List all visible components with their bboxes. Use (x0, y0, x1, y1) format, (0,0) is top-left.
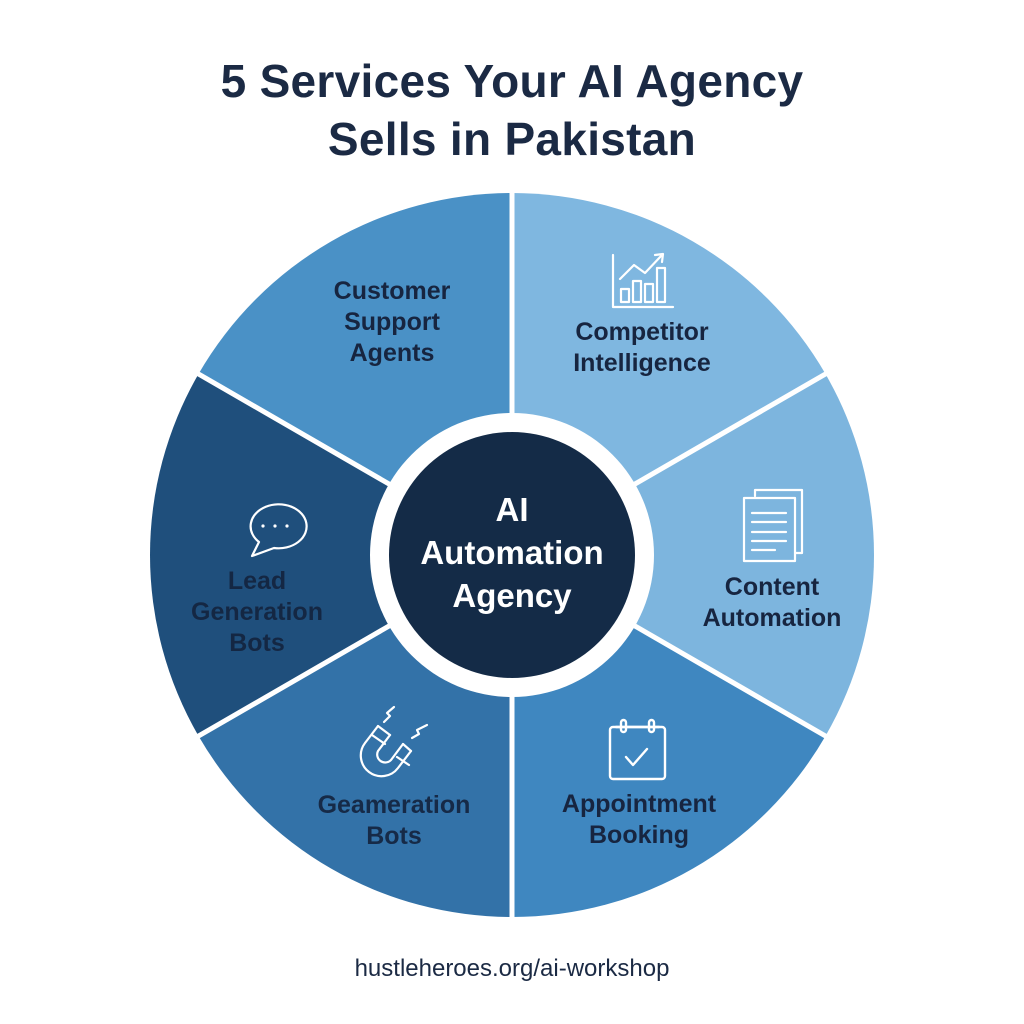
label-content-automation: Content Automation (703, 572, 842, 634)
label-line: Booking (588, 821, 689, 849)
label-generation-bots: Geameration Bots (318, 790, 471, 852)
label-appointment-booking: Appointment Booking (562, 789, 716, 851)
page-title: 5 Services Your AI Agency Sells in Pakis… (0, 52, 1024, 168)
magnet-icon (359, 705, 429, 778)
label-line: Appointment (561, 790, 717, 818)
center-hub (389, 432, 635, 678)
segment-content-automation (512, 374, 874, 736)
label-line: Agents (349, 339, 435, 367)
label-line: Support (344, 308, 440, 336)
chat-bubble-icon (249, 503, 308, 558)
label-lead-generation-bots: Lead Generation Bots (191, 566, 323, 659)
calendar-check-icon (608, 718, 667, 781)
label-line: Bots (229, 629, 285, 657)
footer-url: hustleheroes.org/ai-workshop (354, 955, 670, 982)
label-line: Competitor (575, 318, 709, 346)
center-line-3: Agency (452, 577, 572, 614)
documents-icon (742, 488, 804, 563)
label-line: Customer (333, 277, 451, 305)
center-line-1: AI (495, 491, 529, 528)
label-customer-support-agents: Customer Support Agents (334, 276, 451, 369)
center-hub-label: AI Automation Agency (420, 488, 603, 617)
title-line-2: Sells in Pakistan (327, 113, 697, 165)
label-line: Generation (191, 598, 323, 626)
label-competitor-intelligence: Competitor Intelligence (573, 317, 711, 379)
label-line: Lead (227, 567, 287, 595)
label-line: Content (724, 573, 820, 601)
label-line: Bots (366, 822, 422, 850)
bar-chart-trend-icon (611, 252, 675, 309)
segment-lead-generation-bots (150, 374, 513, 736)
label-line: Intelligence (573, 349, 711, 377)
label-line: Automation (702, 604, 842, 632)
label-line: Geameration (317, 791, 471, 819)
center-line-2: Automation (420, 534, 604, 571)
title-line-1: 5 Services Your AI Agency (220, 55, 804, 107)
